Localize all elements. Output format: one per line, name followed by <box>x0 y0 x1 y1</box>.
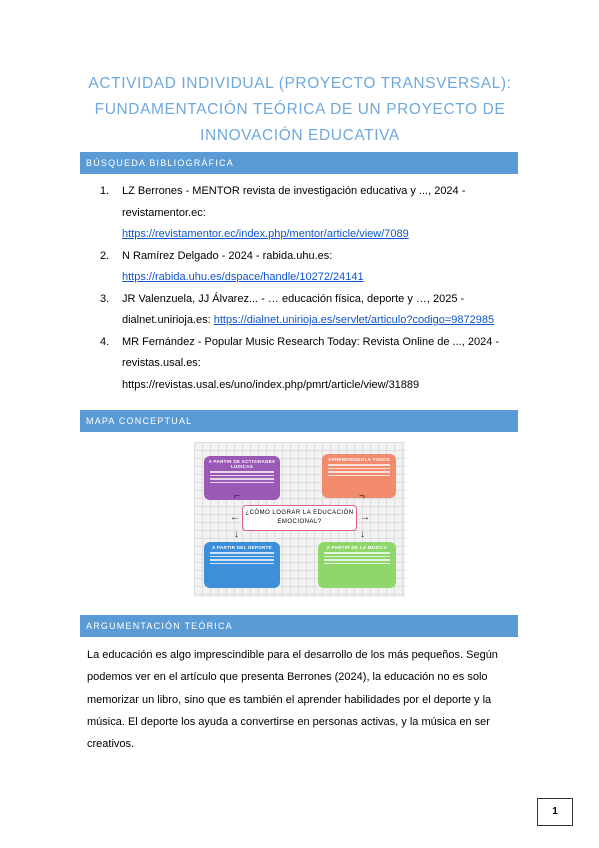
concept-box-everyone-learning: APRENDIENDOLA TODOS <box>322 454 396 498</box>
reference-link[interactable]: https://revistamentor.ec/index.php/mento… <box>122 228 409 240</box>
concept-box-label: A PARTIR DEL DEPORTE <box>212 545 272 550</box>
reference-number: 3. <box>100 292 110 305</box>
arrow-right-icon: → <box>360 512 370 523</box>
reference-text: N Ramírez Delgado - 2024 - rabida.uhu.es… <box>122 249 333 262</box>
reference-list: 1. LZ Berrones - MENTOR revista de inves… <box>100 181 520 396</box>
arrow-left-icon: ← <box>230 512 240 523</box>
argument-paragraph: La educación es algo imprescindible para… <box>87 649 498 751</box>
concept-box-label: A PARTIR DE ACTIVIDADES LÚDICAS <box>208 459 276 469</box>
concept-map-center: ¿CÓMO LOGRAR LA EDUCACIÓN EMOCIONAL? <box>242 505 357 531</box>
arrow-down-right-icon: ↓ <box>360 529 365 540</box>
arrow-up-left-icon: ⌐ <box>234 491 240 502</box>
section-header-concept-map: MAPA CONCEPTUAL <box>80 410 518 432</box>
title-line-1: ACTIVIDAD INDIVIDUAL (PROYECTO TRANSVERS… <box>88 75 512 92</box>
reference-item: 4. MR Fernández - Popular Music Research… <box>100 332 520 397</box>
reference-item: 3. JR Valenzuela, JJ Álvarez... - … educ… <box>100 289 520 332</box>
reference-link[interactable]: https://rabida.uhu.es/dspace/handle/1027… <box>122 271 364 283</box>
title-line-3: INNOVACIÓN EDUCATIVA <box>200 127 400 144</box>
reference-link[interactable]: https://dialnet.unirioja.es/servlet/arti… <box>213 314 495 326</box>
reference-url: https://revistas.usal.es/uno/index.php/p… <box>122 378 420 391</box>
reference-text: LZ Berrones - MENTOR revista de investig… <box>122 185 466 219</box>
reference-item: 2. N Ramírez Delgado - 2024 - rabida.uhu… <box>100 246 520 289</box>
arrow-up-right-icon: ¬ <box>359 491 365 502</box>
section-header-bibliography: BÚSQUEDA BIBLIOGRÁFICA <box>80 152 518 174</box>
concept-box-playful-activities: A PARTIR DE ACTIVIDADES LÚDICAS <box>204 456 280 500</box>
concept-box-label: APRENDIENDOLA TODOS <box>328 457 390 462</box>
concept-map-image: A PARTIR DE ACTIVIDADES LÚDICAS APRENDIE… <box>194 442 405 597</box>
concept-box-sport: A PARTIR DEL DEPORTE <box>204 542 280 588</box>
reference-text: MR Fernández - Popular Music Research To… <box>122 335 500 370</box>
reference-number: 2. <box>100 249 110 262</box>
page-number: 1 <box>537 798 573 826</box>
reference-text: JR Valenzuela, JJ Álvarez... - … educaci… <box>122 292 465 327</box>
reference-number: 1. <box>100 185 110 197</box>
concept-box-label: A PARTIR DE LA MÚSICA <box>326 545 388 550</box>
reference-item: 1. LZ Berrones - MENTOR revista de inves… <box>100 181 520 246</box>
document-title: ACTIVIDAD INDIVIDUAL (PROYECTO TRANSVERS… <box>80 71 520 149</box>
section-header-argument: ARGUMENTACIÓN TEÓRICA <box>80 615 518 637</box>
title-line-2: FUNDAMENTACIÓN TEÓRICA DE UN PROYECTO DE <box>94 101 506 118</box>
concept-box-music: A PARTIR DE LA MÚSICA <box>318 542 396 588</box>
arrow-down-left-icon: ↓ <box>234 529 239 540</box>
reference-number: 4. <box>100 335 110 348</box>
